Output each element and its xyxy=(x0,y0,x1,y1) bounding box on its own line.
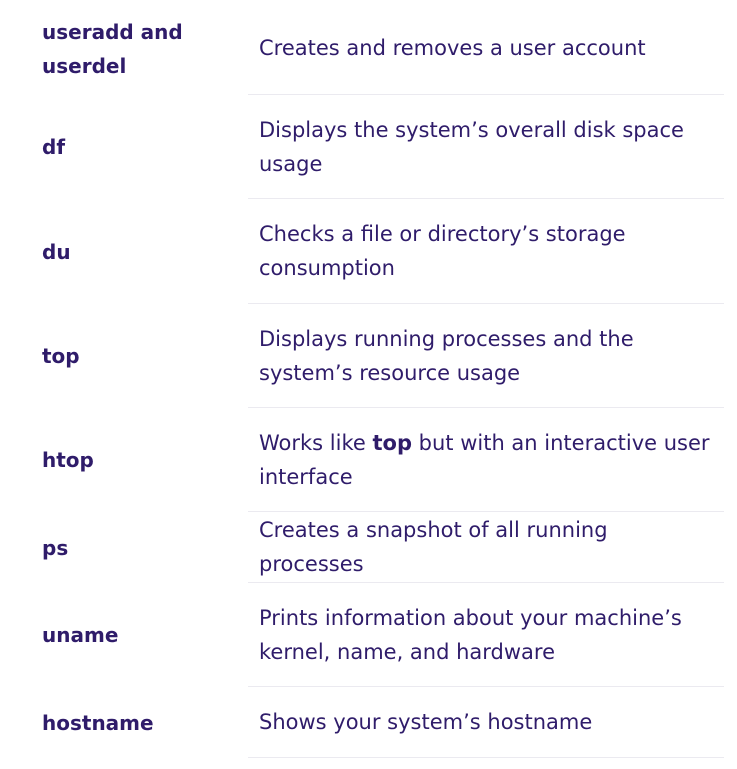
command-name: hostname xyxy=(0,687,248,758)
description-text: Displays running processes and the syste… xyxy=(259,326,634,385)
command-label: du xyxy=(42,239,71,264)
command-description: Works like top but with an interactive u… xyxy=(248,408,724,512)
command-description: Checks a file or directory’s storage con… xyxy=(248,199,724,304)
command-description: Creates a snapshot of all running proces… xyxy=(248,512,724,583)
command-description: Shows your system’s hostname xyxy=(248,687,724,758)
command-label: useradd and userdel xyxy=(42,20,183,78)
command-label: hostname xyxy=(42,710,154,735)
description-text: Prints information about your machine’s … xyxy=(259,605,682,664)
command-label: uname xyxy=(42,623,119,647)
table-row: uname Prints information about your mach… xyxy=(0,583,737,687)
command-label: top xyxy=(42,344,80,368)
command-description: Creates and removes a user account xyxy=(248,0,724,95)
table-row: useradd and userdel Creates and removes … xyxy=(0,0,737,95)
description-text: Works like top but with an interactive u… xyxy=(259,426,718,494)
description-keyword: top xyxy=(372,430,412,455)
description-text: Displays the system’s overall disk space… xyxy=(259,117,684,176)
table-row: top Displays running processes and the s… xyxy=(0,304,737,408)
description-text-after: but with an interactive user interface xyxy=(259,430,710,489)
command-label: df xyxy=(42,135,66,159)
command-description: Displays the system’s overall disk space… xyxy=(248,95,724,199)
description-text-before: Works like xyxy=(259,430,373,455)
table-row: ps Creates a snapshot of all running pro… xyxy=(0,512,737,583)
command-name: useradd and userdel xyxy=(0,0,248,95)
command-description: Displays running processes and the syste… xyxy=(248,304,724,408)
command-label: ps xyxy=(42,535,69,560)
table-row: hostname Shows your system’s hostname xyxy=(0,687,737,758)
command-name: top xyxy=(0,304,248,408)
description-text: Shows your system’s hostname xyxy=(259,710,593,734)
command-name: htop xyxy=(0,408,248,512)
command-name: du xyxy=(0,199,248,304)
table-row: df Displays the system’s overall disk sp… xyxy=(0,95,737,199)
command-label: htop xyxy=(42,448,94,472)
description-text: Checks a file or directory’s storage con… xyxy=(259,222,626,280)
command-name: uname xyxy=(0,583,248,687)
command-description: Prints information about your machine’s … xyxy=(248,583,724,687)
command-name: ps xyxy=(0,512,248,583)
description-text: Creates a snapshot of all running proces… xyxy=(259,518,608,576)
command-name: df xyxy=(0,95,248,199)
table-row: du Checks a file or directory’s storage … xyxy=(0,199,737,304)
table-row: htop Works like top but with an interact… xyxy=(0,408,737,512)
description-text: Creates and removes a user account xyxy=(259,36,646,60)
